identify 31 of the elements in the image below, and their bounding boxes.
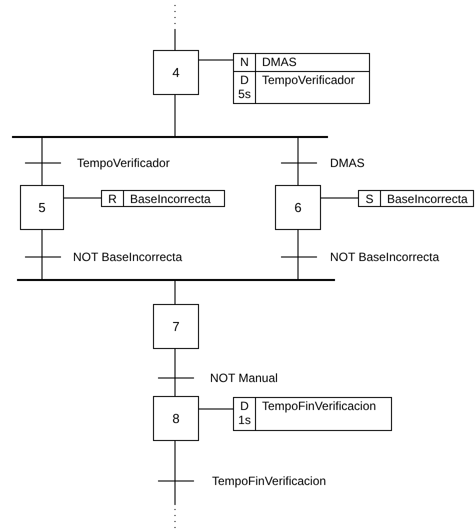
qualifier-text: S xyxy=(359,191,381,207)
connector-line xyxy=(198,408,234,410)
step-box: 7 xyxy=(153,304,199,349)
qualifier-text: D 5s xyxy=(234,72,256,103)
action-box xyxy=(358,190,474,207)
transition-condition: NOT BaseIncorrecta xyxy=(73,250,182,264)
action-text: TempoVerificador xyxy=(261,72,356,89)
qualifier-text: N xyxy=(234,54,256,72)
connector-line xyxy=(174,280,176,304)
step-box: 4 xyxy=(153,50,199,95)
step-box: 5 xyxy=(20,185,64,230)
connector-line xyxy=(174,4,176,50)
connector-line xyxy=(174,440,176,530)
qualifier-text: R xyxy=(102,191,124,207)
action-text: BaseIncorrecta xyxy=(386,191,469,207)
transition-condition: TempoFinVerificacion xyxy=(212,474,326,488)
transition-condition: DMAS xyxy=(330,156,365,170)
qualifier-text: D 1s xyxy=(234,398,256,430)
action-box xyxy=(233,53,370,104)
action-text: BaseIncorrecta xyxy=(129,191,212,207)
connector-line xyxy=(174,348,176,396)
transition-condition: TempoVerificador xyxy=(77,156,170,170)
step-box: 8 xyxy=(153,396,199,441)
action-box xyxy=(233,397,392,431)
step-box: 6 xyxy=(275,185,321,230)
connector-line xyxy=(174,94,176,136)
action-text: DMAS xyxy=(256,54,369,72)
action-box xyxy=(101,190,225,207)
action-text: TempoFinVerificacion xyxy=(261,398,378,415)
transition-condition: NOT Manual xyxy=(210,371,278,385)
transition-condition: NOT BaseIncorrecta xyxy=(330,250,440,264)
